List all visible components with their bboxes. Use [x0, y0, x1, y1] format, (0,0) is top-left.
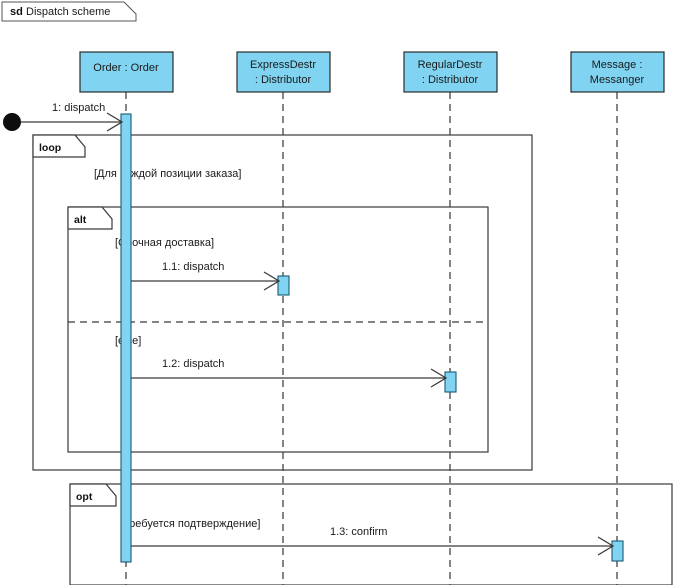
activation-bars: [120, 113, 624, 563]
title-tab-shape: [1, 1, 137, 22]
fragment-alt-keyword: alt: [74, 214, 87, 226]
lifeline-box-express[interactable]: [236, 51, 331, 93]
fragment-alt-guard-1: [Срочная доставка]: [115, 237, 214, 249]
lifeline-lines: [125, 92, 618, 585]
fragment-loop-guard: [Для каждой позиции заказа]: [94, 168, 241, 180]
message-1-dispatch[interactable]: 1: dispatch: [3, 102, 124, 132]
activation-bar-regular[interactable]: [444, 371, 457, 393]
lifeline-label-regular-line1: RegularDestr: [418, 59, 483, 71]
lifeline-label-order-line1: Order : Order: [93, 62, 159, 74]
lifeline-box-message[interactable]: [570, 51, 665, 93]
found-message-start-icon: [3, 113, 21, 131]
page-title: Dispatch scheme: [26, 6, 110, 18]
activation-bar-express[interactable]: [277, 275, 290, 296]
message-12-arrowhead-icon: [430, 368, 448, 388]
fragment-opt-border[interactable]: [69, 483, 673, 585]
fragment-alt-border[interactable]: [67, 206, 489, 453]
lifeline-box-order[interactable]: [79, 51, 174, 93]
activation-bar-order[interactable]: [120, 113, 132, 563]
message-13-confirm[interactable]: 1.3: confirm: [131, 526, 615, 556]
lifeline-box-regular[interactable]: [403, 51, 498, 93]
message-13-label: 1.3: confirm: [330, 526, 387, 538]
message-11-label: 1.1: dispatch: [162, 261, 224, 273]
lifeline-header-order[interactable]: Order : Order: [79, 51, 174, 93]
title-keyword: sd: [10, 6, 23, 18]
fragment-loop-border[interactable]: [32, 134, 533, 471]
message-13-arrowhead-icon: [597, 536, 615, 556]
fragment-loop-tab: [32, 134, 86, 158]
fragment-opt-tab: [69, 483, 117, 507]
fragment-opt[interactable]: opt [Требуется подтверждение]: [69, 483, 673, 585]
fragment-loop-keyword: loop: [39, 142, 61, 154]
lifeline-header-express[interactable]: ExpressDestr : Distributor: [236, 51, 331, 93]
lifeline-header-message[interactable]: Message : Messanger: [570, 51, 665, 93]
fragment-alt-tab: [67, 206, 113, 230]
message-1-label: 1: dispatch: [52, 102, 105, 114]
lifeline-label-message-line2: Messanger: [590, 74, 645, 86]
message-12-dispatch[interactable]: 1.2: dispatch: [131, 358, 448, 388]
lifeline-label-message-line1: Message :: [592, 59, 643, 71]
diagram-title-tab: sd Dispatch scheme: [1, 1, 137, 22]
message-1-arrowhead-icon: [106, 112, 124, 132]
activation-bar-message[interactable]: [611, 540, 624, 562]
message-11-dispatch[interactable]: 1.1: dispatch: [131, 261, 281, 291]
fragment-opt-guard: [Требуется подтверждение]: [120, 518, 260, 530]
message-12-label: 1.2: dispatch: [162, 358, 224, 370]
lifeline-label-regular-line2: : Distributor: [422, 74, 479, 86]
message-11-arrowhead-icon: [263, 271, 281, 291]
lifeline-label-express-line2: : Distributor: [255, 74, 312, 86]
fragment-opt-keyword: opt: [76, 491, 93, 503]
lifeline-label-express-line1: ExpressDestr: [250, 59, 316, 71]
lifeline-header-regular[interactable]: RegularDestr : Distributor: [403, 51, 498, 93]
